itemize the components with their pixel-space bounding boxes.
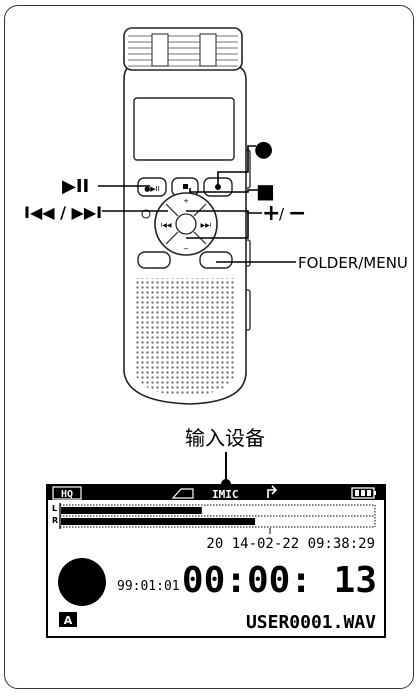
record-label: ●: [254, 137, 273, 162]
folder-badge: [59, 612, 77, 627]
plus-minus-separator: /: [279, 205, 285, 223]
folder-menu-label: FOLDER/MENU: [298, 254, 408, 272]
quality-indicator: HQ: [61, 489, 73, 500]
speaker-grille: [134, 278, 236, 396]
left-bottom-button[interactable]: [137, 251, 171, 269]
elapsed-counter: 00:00: 13: [182, 560, 377, 601]
channel-r-label: R: [52, 516, 58, 525]
figure-frame: [4, 5, 414, 689]
stop-label: ■: [256, 179, 275, 203]
folder-menu-button[interactable]: [199, 251, 233, 269]
return-icon: [267, 485, 278, 498]
minus-label: −: [288, 201, 306, 226]
svg-text:+: +: [183, 197, 189, 205]
callout-lines: [98, 145, 296, 263]
file-name: USER0001.WAV: [246, 612, 376, 633]
record-indicator: [58, 558, 106, 606]
recorder-device: ●▶II + − I◀◀ ▶▶I: [123, 27, 251, 405]
lcd-screen: HQ IMIC L R 20 14-02-22 09:38:29 99:01:0…: [46, 484, 386, 638]
svg-text:−: −: [183, 245, 189, 253]
date-time: 20 14-02-22 09:38:29: [206, 536, 375, 552]
sd-card-icon: [171, 488, 194, 499]
input-device-callout: 输入设备: [185, 426, 265, 450]
play-pause-button[interactable]: [137, 177, 167, 197]
svg-text:I◀◀: I◀◀: [161, 222, 172, 229]
svg-text:●▶II: ●▶II: [144, 185, 160, 193]
channel-l-label: L: [52, 504, 57, 513]
level-meter-l: [61, 507, 202, 514]
microphone-head: [123, 27, 243, 71]
plus-label: +: [262, 201, 280, 226]
device-display: [133, 97, 235, 161]
lcd-status-bar: [48, 486, 384, 500]
svg-text:▶▶I: ▶▶I: [201, 222, 212, 229]
level-meter-r: [61, 518, 256, 525]
play-pause-label: ▶II: [62, 176, 89, 197]
remaining-time: 99:01:01: [117, 579, 180, 594]
skip-label: I◀◀ / ▶▶I: [24, 203, 102, 222]
folder-badge-letter: A: [64, 614, 73, 627]
input-source: IMIC: [212, 488, 239, 501]
